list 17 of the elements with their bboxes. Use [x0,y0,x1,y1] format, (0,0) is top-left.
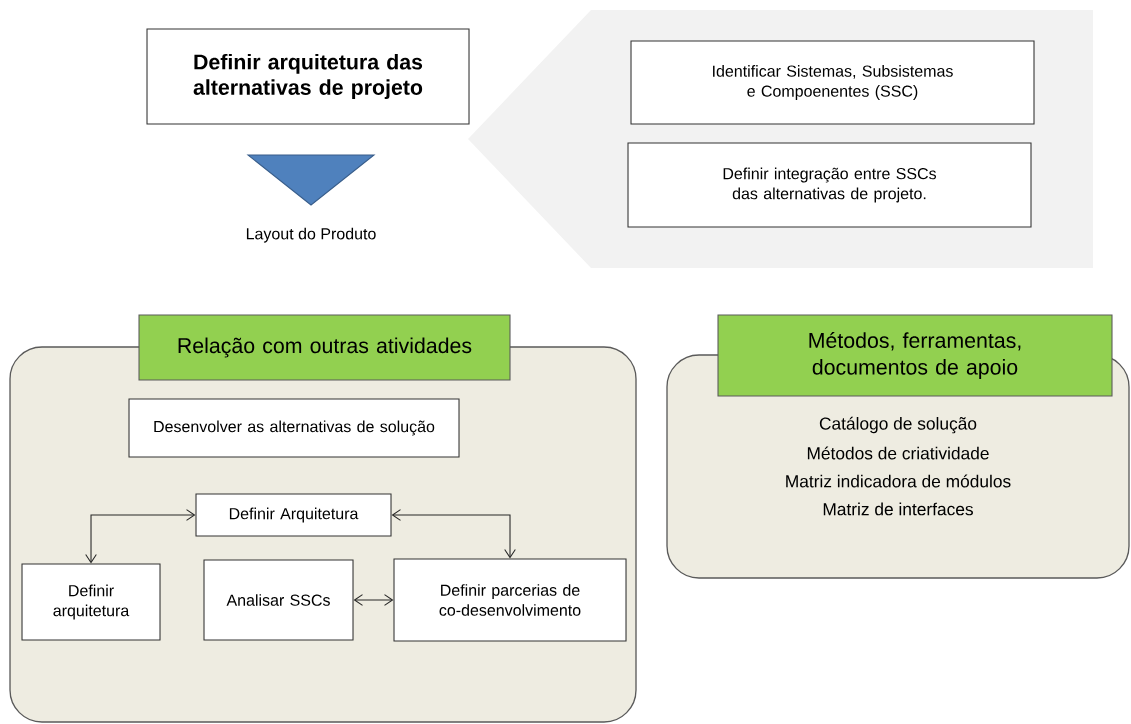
process-box: Definir integração entre SSCs das alternativas de projeto. [627,142,1032,228]
arrow [353,594,394,606]
process-box: Definir Arquitetura [195,493,392,537]
process-box: Definir parcerias de co-desenvolvimento [393,558,627,642]
caption-text: Layout do Produto [246,227,376,243]
list-item: Métodos de criatividade [807,446,989,460]
process-box: Definir arquitetura [21,563,161,641]
arrow [391,509,516,559]
node-label: Métodos, ferramentas, [809,332,1021,351]
arrow [85,509,196,564]
list-item: Matriz de interfaces [823,502,973,516]
title-box: Definir arquitetura das alternativas de projeto [146,28,470,125]
list-item: Matriz indicadora de módulos [786,474,1011,488]
list-item: Catálogo de solução [819,416,977,434]
process-box: Desenvolver as alternativas de solução [128,398,460,458]
process-box: Identificar Sistemas, Subsistemas e Compoenentes (SSC) [630,40,1035,125]
process-box: Analisar SSCs [203,559,354,641]
